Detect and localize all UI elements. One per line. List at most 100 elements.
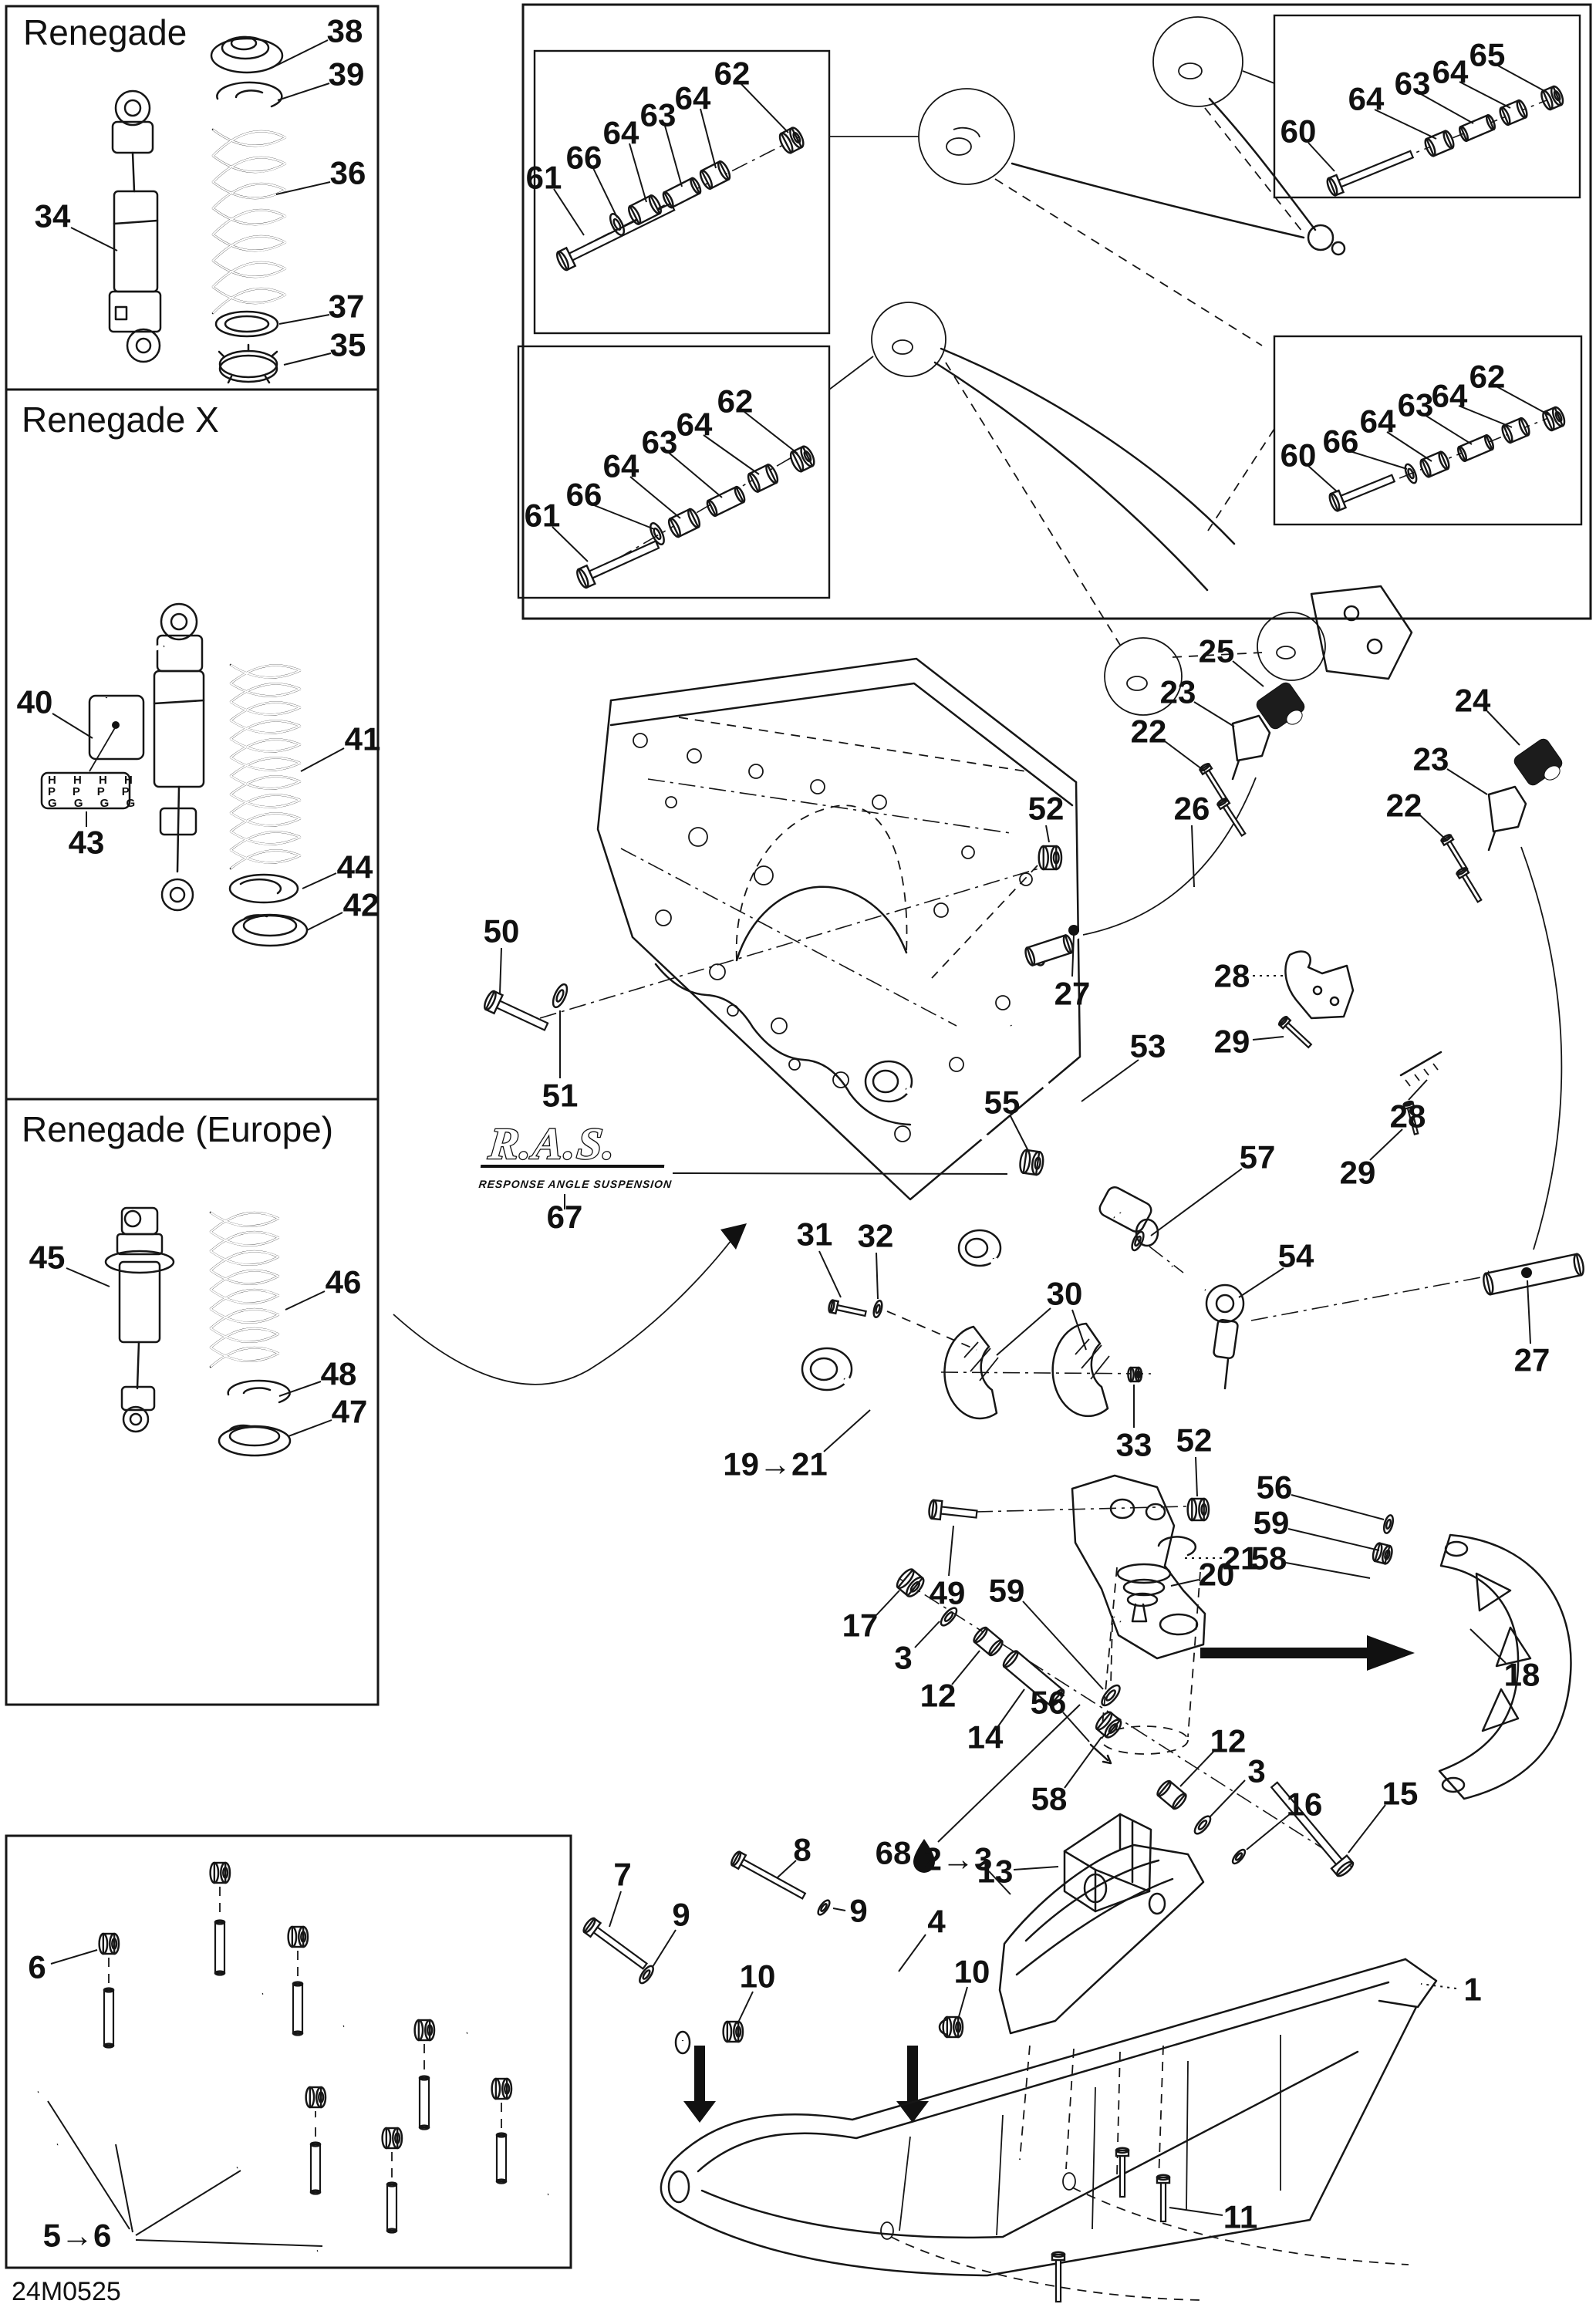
bolt-drawing <box>484 990 549 1031</box>
nut-drawing <box>209 1861 231 1884</box>
leader-line <box>1064 1736 1102 1789</box>
tie-rod-54-drawing <box>1170 1263 1245 1390</box>
leader-line <box>609 1891 622 1928</box>
leader-line <box>652 1929 677 1968</box>
steering-post-dashed <box>1101 1567 1201 1755</box>
leader-line <box>283 352 332 366</box>
spring-41-inner <box>229 664 302 869</box>
bolt-drawing <box>1156 2174 1171 2223</box>
leader-line <box>66 1267 110 1287</box>
spring-46-drawing <box>209 1211 280 1368</box>
leader-line <box>1496 64 1548 93</box>
leader-line <box>996 1307 1051 1356</box>
snap-ring-21-drawing <box>1157 1536 1197 1557</box>
callout-24-41: 24 <box>1455 683 1491 719</box>
leader-line <box>876 1590 900 1616</box>
leader-line <box>277 83 330 101</box>
bolt-drawing <box>555 202 676 272</box>
callout-63-18: 63 <box>640 97 677 133</box>
leader-line <box>876 1252 879 1300</box>
callout-29-50: 29 <box>1214 1024 1250 1060</box>
washer-drawing <box>1231 1848 1247 1865</box>
callout-66-33: 66 <box>1323 423 1359 460</box>
bolt-drawing <box>1277 1015 1313 1049</box>
leader-line <box>278 314 330 325</box>
leader-line <box>1022 1601 1104 1690</box>
svg-text:H H H H: H H H H <box>48 774 140 787</box>
callout-31-58: 31 <box>797 1216 833 1253</box>
callout-12-72: 12 <box>920 1678 957 1714</box>
callout-60-32: 60 <box>1281 437 1317 474</box>
leader-line <box>1527 1280 1531 1344</box>
nut-drawing <box>1127 1366 1143 1383</box>
nut-drawing <box>896 1568 925 1597</box>
hardware-box-front-lower <box>517 345 831 599</box>
callout-54-57: 54 <box>1278 1238 1314 1274</box>
adjuster-cam-35-drawing <box>218 343 278 384</box>
callout-48-13: 48 <box>321 1356 357 1392</box>
upper-a-arm-53-drawing <box>864 1024 1159 1247</box>
leader-line <box>552 526 589 562</box>
leader-line <box>818 1250 842 1298</box>
ball-joint-housings-30-drawing <box>943 1322 1110 1420</box>
callout-66-16: 66 <box>566 140 602 176</box>
nut-drawing <box>98 1932 120 1955</box>
callout-64-17: 64 <box>603 115 639 151</box>
leader-line <box>300 747 345 772</box>
stud-drawing <box>214 1919 226 1976</box>
clamp-bolt-22-drawing <box>1216 798 1247 837</box>
upper-a-arm-sketch <box>829 16 1346 346</box>
shock-absorber-45-drawing <box>104 1206 175 1433</box>
spring-seat-42-drawing <box>231 913 309 947</box>
spring-seat-48-drawing <box>227 1379 291 1404</box>
leader-line <box>1238 1267 1284 1298</box>
callout-56-68: 56 <box>1031 1685 1067 1721</box>
clamp-left-link-curve <box>1082 777 1257 936</box>
leader-line <box>1232 660 1264 687</box>
leader-line <box>1193 701 1235 727</box>
leader-line <box>744 411 798 454</box>
ball-joint-20-drawing <box>1116 1563 1172 1623</box>
callout-61-26: 61 <box>525 498 561 534</box>
bushing-drawing <box>1483 1253 1584 1296</box>
panel-runners <box>5 1834 572 2269</box>
washer-drawing <box>650 521 665 546</box>
leader-line <box>52 713 93 739</box>
spindle-caster-block-drawing <box>1071 1474 1206 1660</box>
assembly-axis <box>898 1577 1352 1867</box>
bushing-drawing <box>1002 1650 1065 1707</box>
leader-line <box>1169 2207 1223 2216</box>
ski-1-drawing <box>660 1958 1438 2277</box>
callout-59-81: 59 <box>1254 1505 1290 1541</box>
washer-drawing <box>940 1607 958 1627</box>
ras-logo: R.A.S. RESPONSE ANGLE SUSPENSION <box>478 1118 673 1190</box>
callout-45-11: 45 <box>29 1240 66 1276</box>
callout-15-79: 15 <box>1382 1776 1419 1812</box>
dashed-link <box>886 1310 977 1351</box>
bushing-drawing <box>1457 433 1494 463</box>
leader-line <box>1424 414 1473 445</box>
leader-line <box>898 1934 926 1972</box>
hardware-box-rear-upper <box>1273 14 1581 199</box>
leader-line <box>668 452 723 498</box>
assembly-axis <box>1250 1276 1486 1321</box>
frame-bulkhead-drawing <box>596 657 1081 1201</box>
leader-line <box>988 1870 1011 1895</box>
generated-hardware-layer <box>37 85 1584 2303</box>
nut-drawing <box>1372 1542 1393 1565</box>
leader-line <box>1010 1115 1029 1152</box>
nut-drawing <box>1540 85 1564 111</box>
ski-leg-18-drawing <box>1438 1533 1572 1800</box>
bushing-drawing <box>1024 934 1074 966</box>
callout-57-56: 57 <box>1240 1139 1276 1176</box>
callout-41-7: 41 <box>345 721 381 757</box>
callout-52-62: 52 <box>1176 1422 1213 1459</box>
callout-18-83: 18 <box>1504 1657 1540 1693</box>
callout-58-82: 58 <box>1251 1540 1287 1577</box>
leader-line <box>629 143 647 203</box>
washer-drawing <box>1382 1514 1395 1534</box>
callout-30-60: 30 <box>1047 1276 1083 1312</box>
leader-line <box>737 1991 754 2025</box>
leader-line <box>740 83 789 133</box>
nut-drawing <box>305 2086 327 2109</box>
